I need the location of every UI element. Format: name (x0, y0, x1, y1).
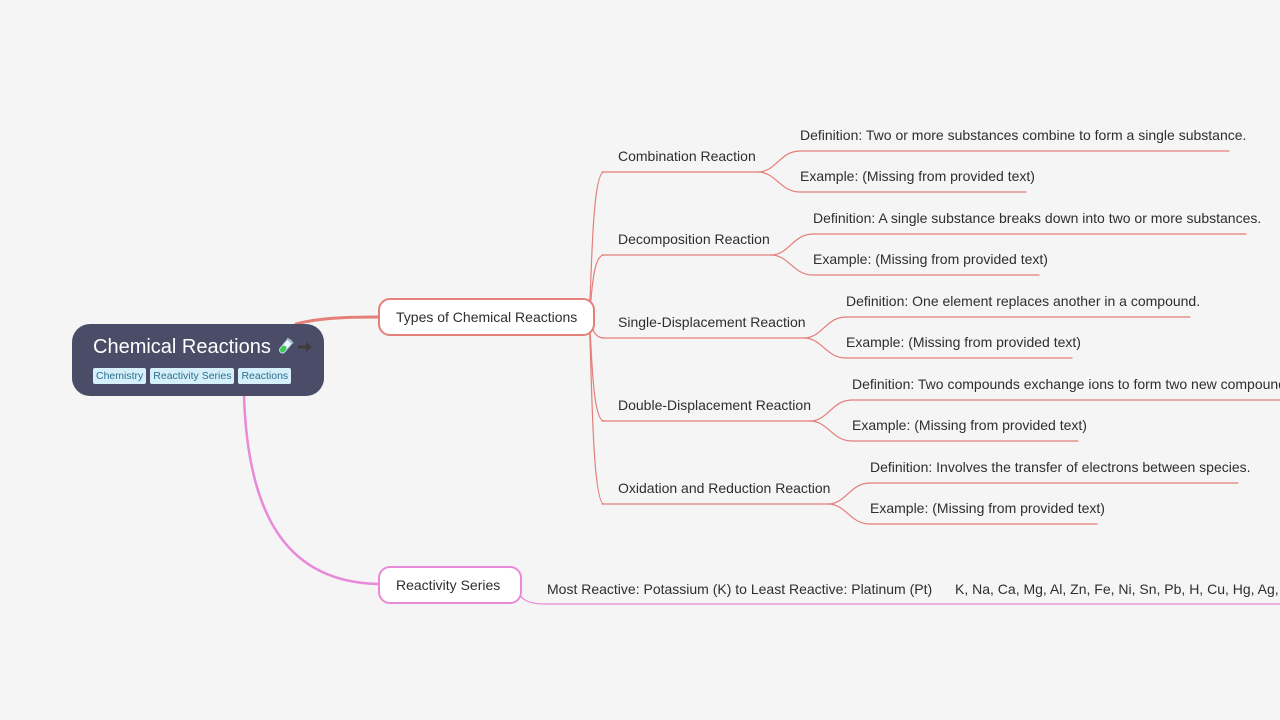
branch-label: Types of Chemical Reactions (396, 309, 578, 325)
tag-reactivity-series[interactable]: Reactivity Series (150, 368, 235, 384)
link-ex-1 (770, 254, 814, 276)
leaf-combination-definition[interactable]: Definition: Two or more substances combi… (800, 127, 1247, 143)
tag-chemistry[interactable]: Chemistry (93, 368, 147, 384)
leaf-redox-example[interactable]: Example: (Missing from provided text) (870, 500, 1105, 516)
leaf-single-displacement-definition[interactable]: Definition: One element replaces another… (846, 293, 1201, 309)
subtopic-single-displacement-reaction[interactable]: Single-Displacement Reaction (618, 314, 806, 330)
link-def-1 (770, 233, 814, 256)
root-topic[interactable]: Chemical Reactions Chemistry Reactivity … (72, 324, 324, 396)
leaf-redox-definition[interactable]: Definition: Involves the transfer of ele… (870, 459, 1251, 475)
link-ex-3 (809, 420, 853, 442)
link-types-sub-0 (587, 171, 605, 318)
link-def-4 (827, 482, 871, 505)
root-title: Chemical Reactions (93, 336, 271, 358)
branch-reactivity-series[interactable]: Reactivity Series (378, 566, 523, 604)
link-def-0 (757, 150, 801, 173)
link-def-2 (803, 316, 847, 339)
link-ex-4 (827, 503, 871, 525)
link-def-3 (809, 399, 853, 422)
leaf-double-displacement-example[interactable]: Example: (Missing from provided text) (852, 417, 1087, 433)
leaf-reactivity-order[interactable]: K, Na, Ca, Mg, Al, Zn, Fe, Ni, Sn, Pb, H… (955, 581, 1280, 597)
root-title-row: Chemical Reactions (93, 335, 324, 359)
test-tube-icon (278, 337, 294, 354)
tag-reactions[interactable]: Reactions (238, 368, 292, 384)
link-root-reactivity (242, 394, 380, 586)
leaf-reactivity-summary[interactable]: Most Reactive: Potassium (K) to Least Re… (547, 581, 933, 597)
tag-list: Chemistry Reactivity Series Reactions (93, 368, 324, 384)
branch-types-of-chemical-reactions[interactable]: Types of Chemical Reactions (378, 298, 596, 336)
branch-label: Reactivity Series (396, 577, 501, 593)
subtopic-decomposition-reaction[interactable]: Decomposition Reaction (618, 231, 770, 247)
right-arrow-icon (295, 338, 314, 356)
subtopic-oxidation-reduction-reaction[interactable]: Oxidation and Reduction Reaction (618, 480, 831, 496)
link-ex-0 (757, 171, 801, 193)
leaf-single-displacement-example[interactable]: Example: (Missing from provided text) (846, 334, 1081, 350)
link-ex-2 (803, 337, 847, 359)
leaf-decomposition-definition[interactable]: Definition: A single substance breaks do… (813, 210, 1262, 226)
subtopic-combination-reaction[interactable]: Combination Reaction (618, 148, 756, 164)
subtopic-double-displacement-reaction[interactable]: Double-Displacement Reaction (618, 397, 811, 413)
leaf-decomposition-example[interactable]: Example: (Missing from provided text) (813, 251, 1048, 267)
leaf-combination-example[interactable]: Example: (Missing from provided text) (800, 168, 1035, 184)
link-types-sub-4 (587, 316, 605, 505)
link-root-types (294, 315, 380, 326)
root-icons (275, 337, 315, 357)
leaf-double-displacement-definition[interactable]: Definition: Two compounds exchange ions … (852, 376, 1280, 392)
